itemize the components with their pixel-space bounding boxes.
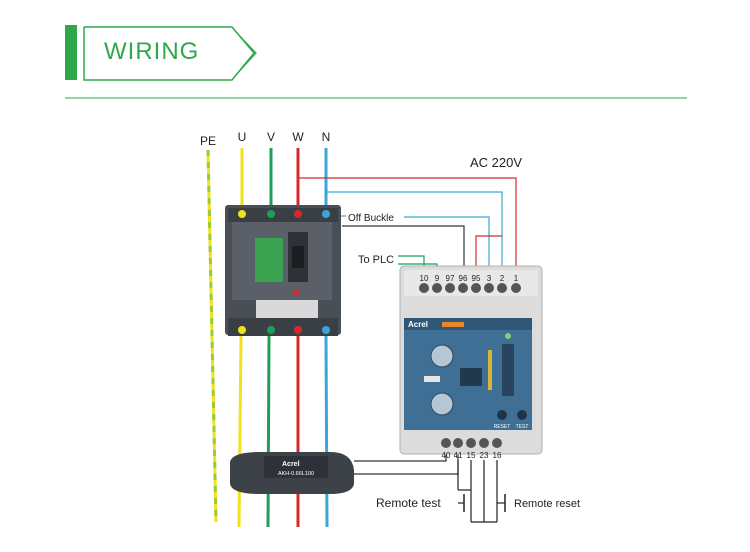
ct-model: AKH-0.66L100 bbox=[278, 471, 314, 477]
leakage-relay: 10 9 97 96 95 3 2 1 Acrel RESET TEST bbox=[399, 265, 543, 455]
reset-button[interactable] bbox=[497, 410, 507, 420]
remote-test-label: Remote test bbox=[376, 496, 441, 510]
terminal-top-1: 10 bbox=[420, 274, 429, 283]
terminal-bottom-4: 23 bbox=[480, 451, 489, 460]
supply-label: AC 220V bbox=[470, 155, 522, 170]
header-graphic bbox=[65, 25, 687, 99]
wire-v-out bbox=[266, 335, 271, 528]
to-plc-label: To PLC bbox=[358, 254, 394, 266]
terminal-top-7: 2 bbox=[500, 274, 505, 283]
power-led bbox=[505, 333, 511, 339]
wire-supply-w bbox=[298, 177, 517, 270]
breaker-toggle bbox=[292, 246, 304, 268]
terminal-top-3: 97 bbox=[446, 274, 455, 283]
phase-label-v: V bbox=[267, 130, 275, 144]
dip-switch[interactable] bbox=[460, 368, 482, 386]
terminal-top-4: 96 bbox=[459, 274, 468, 283]
page-title: WIRING bbox=[104, 38, 200, 65]
phase-label-pe: PE bbox=[200, 134, 216, 148]
wire-off-buckle bbox=[404, 216, 490, 270]
test-button[interactable] bbox=[517, 410, 527, 420]
setting-dial-time[interactable] bbox=[430, 392, 454, 416]
test-button-label: TEST bbox=[516, 424, 529, 430]
relay-bottom-terminals bbox=[441, 438, 502, 448]
terminal-top-6: 3 bbox=[487, 274, 492, 283]
section-header: WIRING bbox=[0, 0, 750, 100]
wire-n-out bbox=[324, 335, 329, 528]
breaker-label-plate bbox=[255, 238, 283, 282]
terminal-top-2: 9 bbox=[435, 274, 440, 283]
phase-label-u: U bbox=[238, 130, 247, 144]
circuit-breaker bbox=[225, 205, 341, 336]
terminal-top-5: 95 bbox=[472, 274, 481, 283]
terminal-bottom-5: 16 bbox=[493, 451, 502, 460]
remote-reset-label: Remote reset bbox=[514, 498, 580, 510]
relay-top-terminals bbox=[419, 283, 521, 293]
wire-shunt-trip bbox=[342, 225, 465, 270]
off-buckle-label: Off Buckle bbox=[348, 213, 394, 224]
phase-label-n: N bbox=[322, 130, 331, 144]
terminal-top-8: 1 bbox=[514, 274, 519, 283]
header-chevron bbox=[235, 31, 257, 76]
relay-brand: Acrel bbox=[408, 320, 428, 329]
phase-label-w: W bbox=[292, 130, 304, 144]
wire-u-out bbox=[237, 335, 243, 528]
terminal-bottom-1: 40 bbox=[442, 451, 451, 460]
wire-relay-95 bbox=[475, 235, 502, 270]
wire-supply-n bbox=[326, 191, 503, 270]
reset-button-label: RESET bbox=[494, 424, 511, 430]
setting-dial-current[interactable] bbox=[430, 344, 454, 368]
header-accent-bar bbox=[65, 25, 77, 80]
wire-plc-10 bbox=[398, 255, 425, 270]
ct-brand: Acrel bbox=[282, 461, 300, 468]
current-transformer: Acrel AKH-0.66L100 bbox=[230, 452, 354, 494]
remote-contacts bbox=[457, 460, 506, 523]
pe-wire-green bbox=[206, 149, 218, 523]
terminal-bottom-3: 15 bbox=[467, 451, 476, 460]
terminal-bottom-2: 41 bbox=[454, 451, 463, 460]
